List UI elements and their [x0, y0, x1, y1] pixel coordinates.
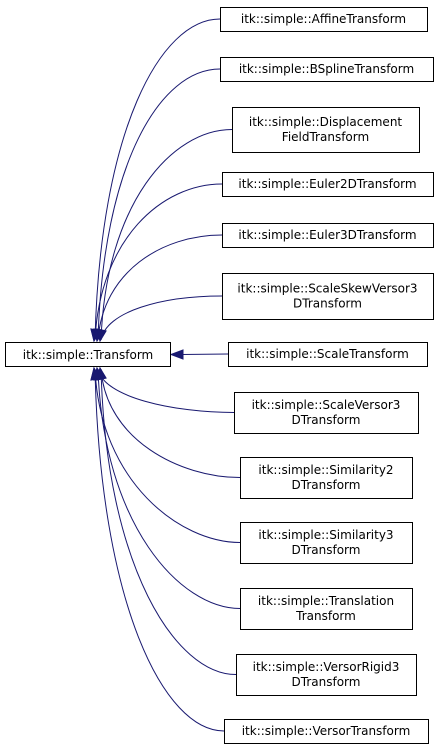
class-nodes: itk::simple::Transform itk::simple::Affi… — [5, 7, 434, 744]
node-translation-label-2: Transform — [295, 609, 356, 623]
node-euler3d[interactable]: itk::simple::Euler3DTransform — [222, 223, 434, 248]
node-affine[interactable]: itk::simple::AffineTransform — [220, 7, 428, 32]
edge-displacement — [100, 129, 233, 341]
node-transform[interactable]: itk::simple::Transform — [5, 342, 171, 367]
node-similarity2-label-1: itk::simple::Similarity2 — [258, 463, 393, 477]
arrowhead-scale — [169, 349, 184, 360]
edge-scaleversor — [97, 368, 235, 413]
node-scaleversor-label-1: itk::simple::ScaleVersor3 — [252, 398, 401, 412]
node-displacement-label-1: itk::simple::Displacement — [249, 115, 403, 129]
node-versor-label-1: itk::simple::VersorTransform — [242, 724, 411, 738]
node-versorrigid-label-2: DTransform — [292, 675, 361, 689]
edge-euler3d — [97, 234, 223, 341]
edge-versor — [94, 368, 225, 732]
node-scaleversor-label-2: DTransform — [292, 413, 361, 427]
edge-similarity3 — [94, 368, 241, 543]
node-euler2d-label-1: itk::simple::Euler2DTransform — [238, 177, 416, 191]
node-euler2d[interactable]: itk::simple::Euler2DTransform — [222, 172, 434, 197]
node-similarity3-label-1: itk::simple::Similarity3 — [258, 528, 393, 542]
arrowhead-scaleskew — [96, 328, 107, 343]
node-versor[interactable]: itk::simple::VersorTransform — [224, 719, 429, 744]
inheritance-edges — [90, 18, 241, 732]
edge-versorrigid — [100, 368, 237, 675]
edge-scale — [181, 353, 229, 355]
node-scale[interactable]: itk::simple::ScaleTransform — [228, 342, 428, 367]
edge-euler2d — [94, 183, 223, 341]
node-translation-label-1: itk::simple::Translation — [258, 594, 394, 608]
node-bspline-label-1: itk::simple::BSplineTransform — [239, 62, 414, 76]
edge-bspline — [97, 68, 221, 341]
node-scaleskew-label-1: itk::simple::ScaleSkewVersor3 — [237, 282, 417, 296]
node-displacement-label-2: FieldTransform — [282, 130, 369, 144]
node-affine-label-1: itk::simple::AffineTransform — [241, 12, 406, 26]
node-scaleskew-label-2: DTransform — [293, 297, 362, 311]
node-scale-label-1: itk::simple::ScaleTransform — [246, 347, 409, 361]
node-similarity2-label-2: DTransform — [292, 478, 361, 492]
edge-scaleskew — [100, 295, 223, 341]
node-transform-label: itk::simple::Transform — [23, 348, 153, 362]
edge-translation — [97, 368, 241, 609]
node-bspline[interactable]: itk::simple::BSplineTransform — [220, 57, 434, 82]
node-similarity3-label-2: DTransform — [292, 543, 361, 557]
node-euler3d-label-1: itk::simple::Euler3DTransform — [238, 228, 416, 242]
edge-affine — [94, 18, 221, 341]
node-versorrigid-label-1: itk::simple::VersorRigid3 — [253, 660, 400, 674]
arrowhead-versor — [90, 366, 101, 381]
edge-similarity2 — [100, 368, 241, 478]
